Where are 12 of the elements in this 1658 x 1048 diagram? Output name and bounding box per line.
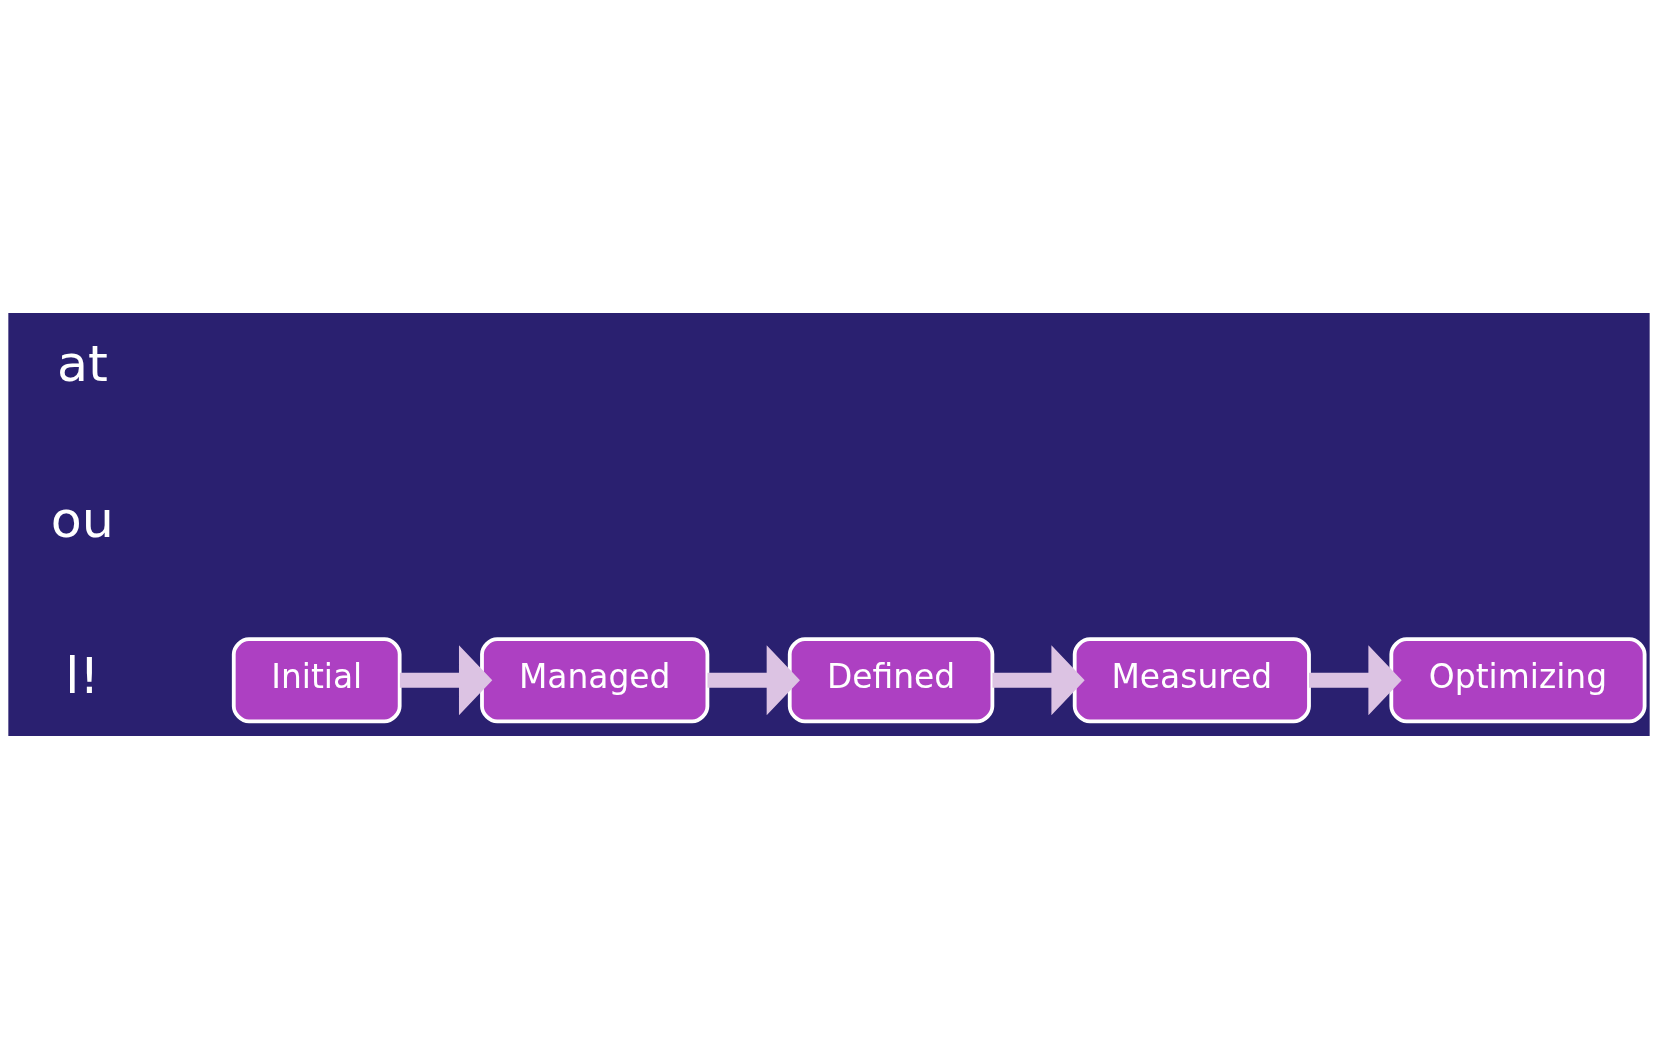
node-box: Defined xyxy=(787,636,995,723)
label: at xyxy=(56,333,108,393)
arrow xyxy=(1309,644,1402,715)
node-box: Managed xyxy=(480,636,710,723)
node-box: Initial xyxy=(231,636,402,723)
arrow xyxy=(399,644,493,715)
node-box: Measured xyxy=(1072,636,1311,723)
arrow xyxy=(707,644,800,715)
arrow xyxy=(992,644,1085,715)
node-box: Optimizing xyxy=(1389,636,1647,723)
label: l! xyxy=(65,645,100,705)
label: ou xyxy=(50,489,114,549)
